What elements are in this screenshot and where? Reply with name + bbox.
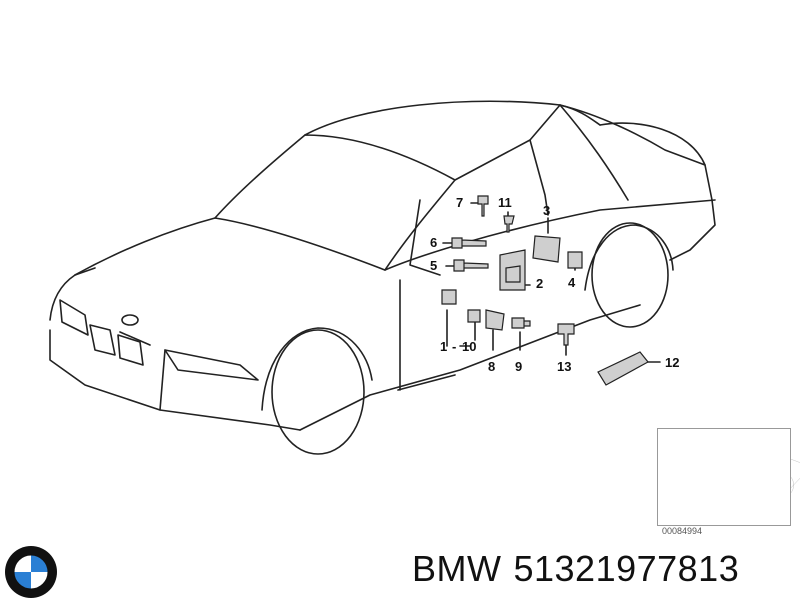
car-hood xyxy=(74,217,386,276)
part-1-plate xyxy=(441,289,457,305)
callout-5: 5 xyxy=(430,258,438,273)
callout-6: 6 xyxy=(430,235,438,250)
callout-3: 3 xyxy=(543,203,551,218)
front-wheel-arch xyxy=(261,327,373,411)
car-rear-door xyxy=(559,104,629,201)
catalog-number: 00084994 xyxy=(662,526,703,536)
callout-9: 9 xyxy=(515,359,523,374)
brand-name: BMW xyxy=(412,548,502,589)
part-12-trim xyxy=(597,351,649,386)
front-wheel xyxy=(271,329,365,455)
car-roof xyxy=(304,100,601,136)
car-side-line xyxy=(384,199,716,271)
part-9-bolt xyxy=(511,317,531,329)
part-5-screw xyxy=(453,259,489,272)
part-3-bracket xyxy=(532,235,561,263)
door-opening-line xyxy=(409,199,441,276)
kidney-grille-right xyxy=(119,331,151,346)
car-b-pillar xyxy=(529,139,549,216)
callout-2: 2 xyxy=(536,276,544,291)
bmw-roundel-icon xyxy=(5,546,57,598)
part-13-bolt xyxy=(557,323,575,346)
rear-wheel-arch xyxy=(584,224,674,291)
part-4-clip xyxy=(567,251,583,269)
callout-4: 4 xyxy=(568,275,576,290)
car-windshield xyxy=(214,134,456,271)
car-rear-window xyxy=(559,104,706,166)
part-number-line: BMW 51321977813 xyxy=(412,548,739,590)
callout-12: 12 xyxy=(665,355,680,370)
callout-7: 7 xyxy=(456,195,464,210)
headlight-left xyxy=(59,299,89,336)
rear-wheel xyxy=(591,222,669,328)
fender-front xyxy=(159,349,166,411)
part-number: 51321977813 xyxy=(513,548,740,589)
headlight-right xyxy=(164,349,259,381)
part-11-pin xyxy=(503,215,515,233)
car-bumper xyxy=(49,267,96,321)
part-10-nut xyxy=(467,309,481,323)
kidney-grille-mid xyxy=(117,334,144,366)
callout-11: 11 xyxy=(498,195,512,210)
part-6-screw xyxy=(451,237,487,249)
overview-thumbnail xyxy=(657,428,791,526)
callout-10: 10 xyxy=(462,339,477,354)
callout-dash: - xyxy=(452,339,457,354)
part-2-hinge xyxy=(499,249,526,291)
callout-1: 1 xyxy=(440,339,448,354)
callout-13: 13 xyxy=(557,359,572,374)
hood-emblem xyxy=(121,314,139,326)
kidney-grille-left xyxy=(89,324,116,356)
car-body-outline xyxy=(49,329,301,431)
car-sill xyxy=(299,304,641,431)
car-door-bottom xyxy=(397,374,456,391)
callout-8: 8 xyxy=(488,359,496,374)
car-side-top xyxy=(454,104,561,181)
part-8-bracket xyxy=(485,309,505,331)
part-7-bolt xyxy=(477,195,489,217)
